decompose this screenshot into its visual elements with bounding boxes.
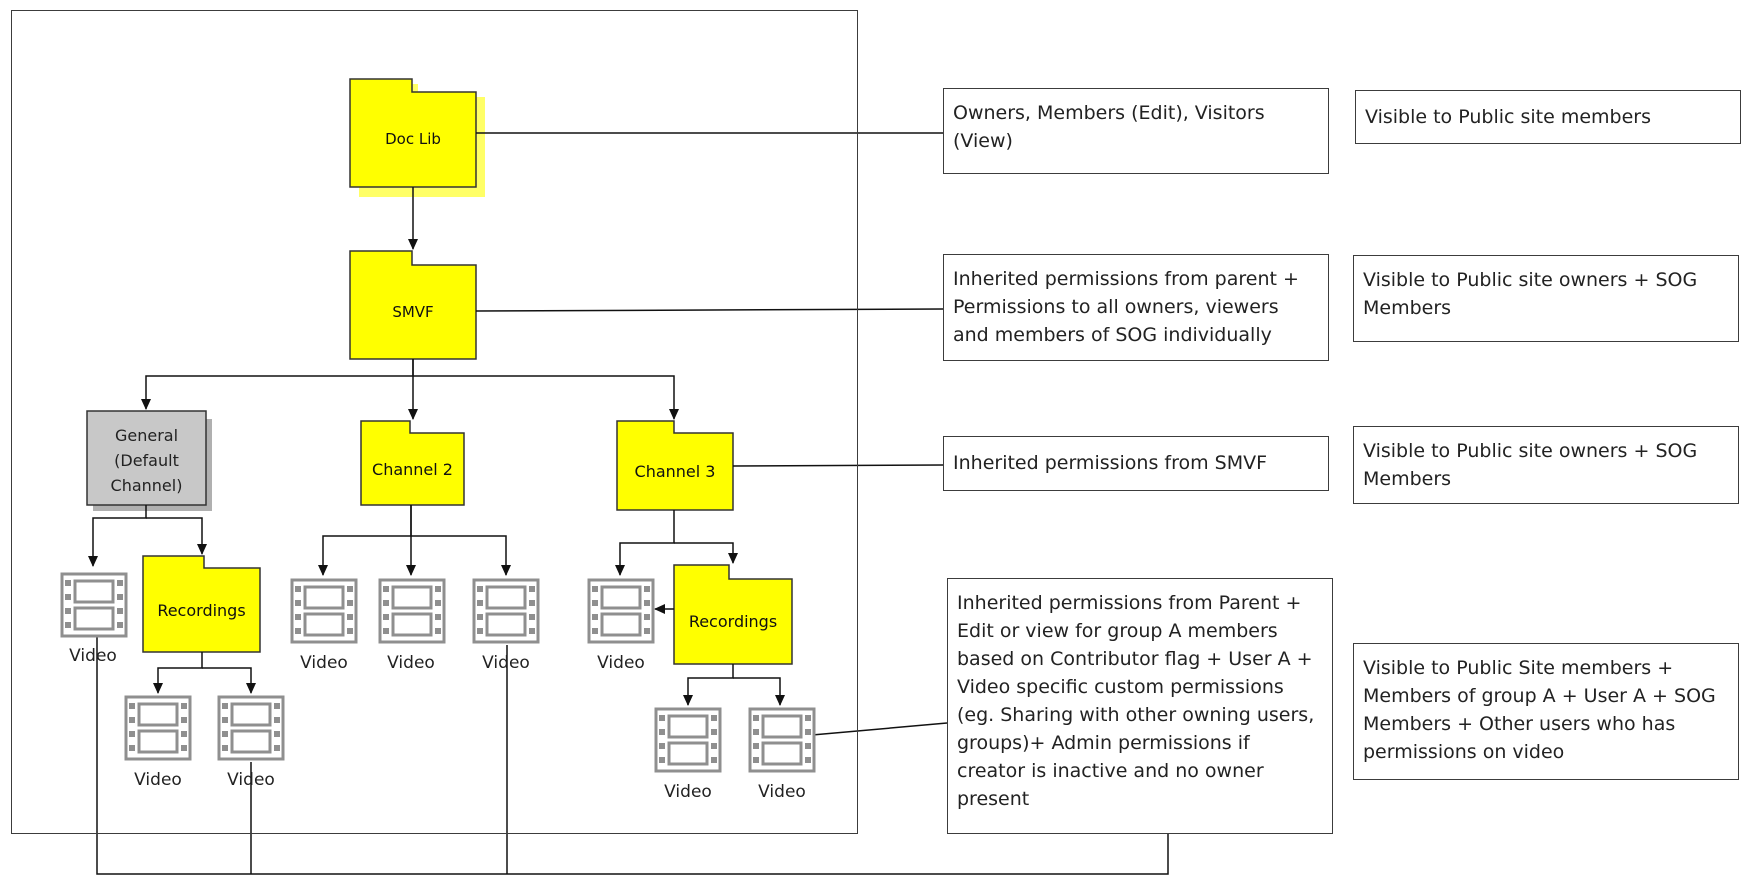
channel3-label: Channel 3 xyxy=(634,462,716,481)
video-caption: Video xyxy=(758,782,806,802)
video-caption: Video xyxy=(134,770,182,790)
site-container-frame xyxy=(11,10,858,834)
channel2-label: Channel 2 xyxy=(372,459,453,479)
video-permissions-box: Inherited permissions from Parent + Edit… xyxy=(947,578,1333,834)
channel2-folder-icon xyxy=(360,420,465,506)
channel3-visibility-box: Visible to Public site owners + SOG Memb… xyxy=(1353,426,1739,504)
smvf-permissions-box: Inherited permissions from parent + Perm… xyxy=(943,254,1329,361)
recordings-channel3-label: Recordings xyxy=(688,612,778,631)
video-caption: Video xyxy=(482,653,530,673)
video-caption: Video xyxy=(387,653,435,673)
smvf-label: SMVF xyxy=(392,302,434,321)
recordings-general-label: Recordings xyxy=(157,600,246,620)
recordings-general-folder-icon xyxy=(142,555,261,653)
general-channel-label: General (Default Channel) xyxy=(110,426,183,495)
doclib-visibility-box: Visible to Public site members xyxy=(1355,90,1741,144)
video-caption: Video xyxy=(69,646,117,666)
video-caption: Video xyxy=(300,653,348,673)
smvf-folder-icon xyxy=(349,250,477,360)
general-folder-icon xyxy=(86,410,212,511)
tree-connectors xyxy=(88,187,785,706)
doclib-folder-icon xyxy=(349,78,485,197)
video-visibility-box: Visible to Public Site members + Members… xyxy=(1353,643,1739,780)
doclib-permissions-box: Owners, Members (Edit), Visitors (View) xyxy=(943,88,1329,174)
channel3-folder-icon xyxy=(616,420,734,511)
smvf-visibility-box: Visible to Public site owners + SOG Memb… xyxy=(1353,255,1739,342)
video-caption: Video xyxy=(227,770,275,790)
leader-lines xyxy=(96,132,1169,875)
doclib-label: Doc Lib xyxy=(385,130,441,148)
video-caption: Video xyxy=(597,653,645,673)
video-caption: Video xyxy=(664,782,712,802)
channel3-permissions-box: Inherited permissions from SMVF xyxy=(943,436,1329,491)
recordings-channel3-folder-icon xyxy=(673,564,793,665)
